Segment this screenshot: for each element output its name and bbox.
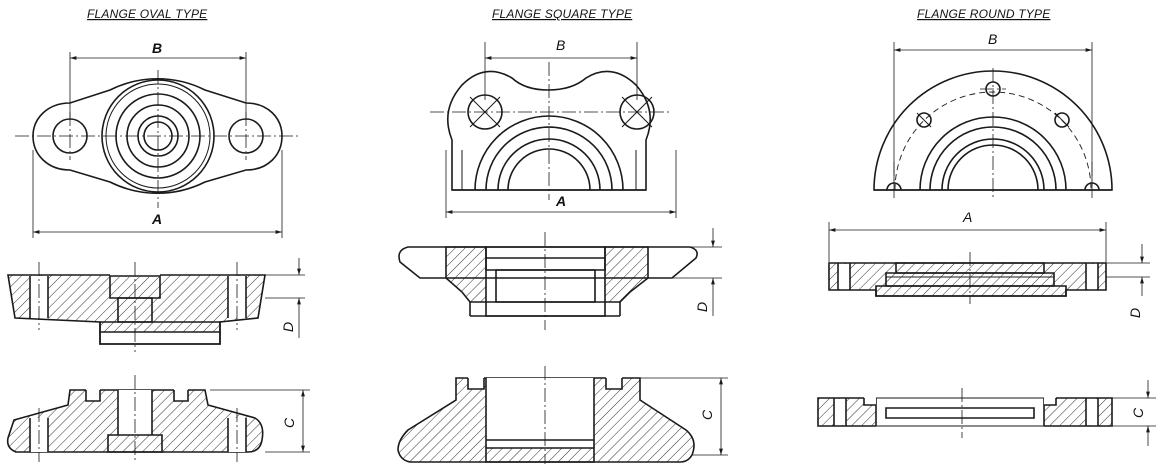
oval-dim-c-label: C bbox=[281, 417, 297, 428]
oval-title: FLANGE OVAL TYPE bbox=[87, 7, 208, 21]
square-dim-c-label: C bbox=[699, 409, 715, 420]
round-section-2: C bbox=[817, 380, 1156, 446]
square-flange-group: FLANGE SQUARE TYPE B bbox=[397, 7, 728, 464]
oval-section-2: C bbox=[6, 375, 310, 462]
oval-dim-b-label: B bbox=[152, 40, 162, 56]
round-section-1: A D bbox=[828, 209, 1150, 318]
round-dim-c-label: C bbox=[1130, 407, 1146, 418]
round-top-view: B bbox=[873, 31, 1113, 200]
round-title: FLANGE ROUND TYPE bbox=[917, 7, 1051, 21]
square-dim-a-label: A bbox=[555, 193, 566, 209]
oval-section-1: D bbox=[7, 258, 305, 352]
square-section-2: C bbox=[397, 366, 728, 464]
oval-dim-a-label: A bbox=[151, 211, 162, 227]
square-title: FLANGE SQUARE TYPE bbox=[492, 7, 633, 21]
round-flange-group: FLANGE ROUND TYPE B bbox=[817, 7, 1156, 446]
square-dim-b-label: B bbox=[556, 37, 565, 53]
oval-dim-d-label: D bbox=[280, 322, 296, 332]
square-section-1: D bbox=[398, 228, 722, 330]
square-top-view: B A bbox=[430, 37, 677, 218]
square-dim-d-label: D bbox=[694, 302, 710, 312]
oval-flange-group: FLANGE OVAL TYPE B A bbox=[6, 7, 310, 462]
round-dim-a-label: A bbox=[962, 209, 972, 225]
round-dim-b-label: B bbox=[988, 31, 997, 47]
oval-top-view: B A bbox=[15, 40, 300, 238]
round-dim-d-label: D bbox=[1127, 308, 1143, 318]
